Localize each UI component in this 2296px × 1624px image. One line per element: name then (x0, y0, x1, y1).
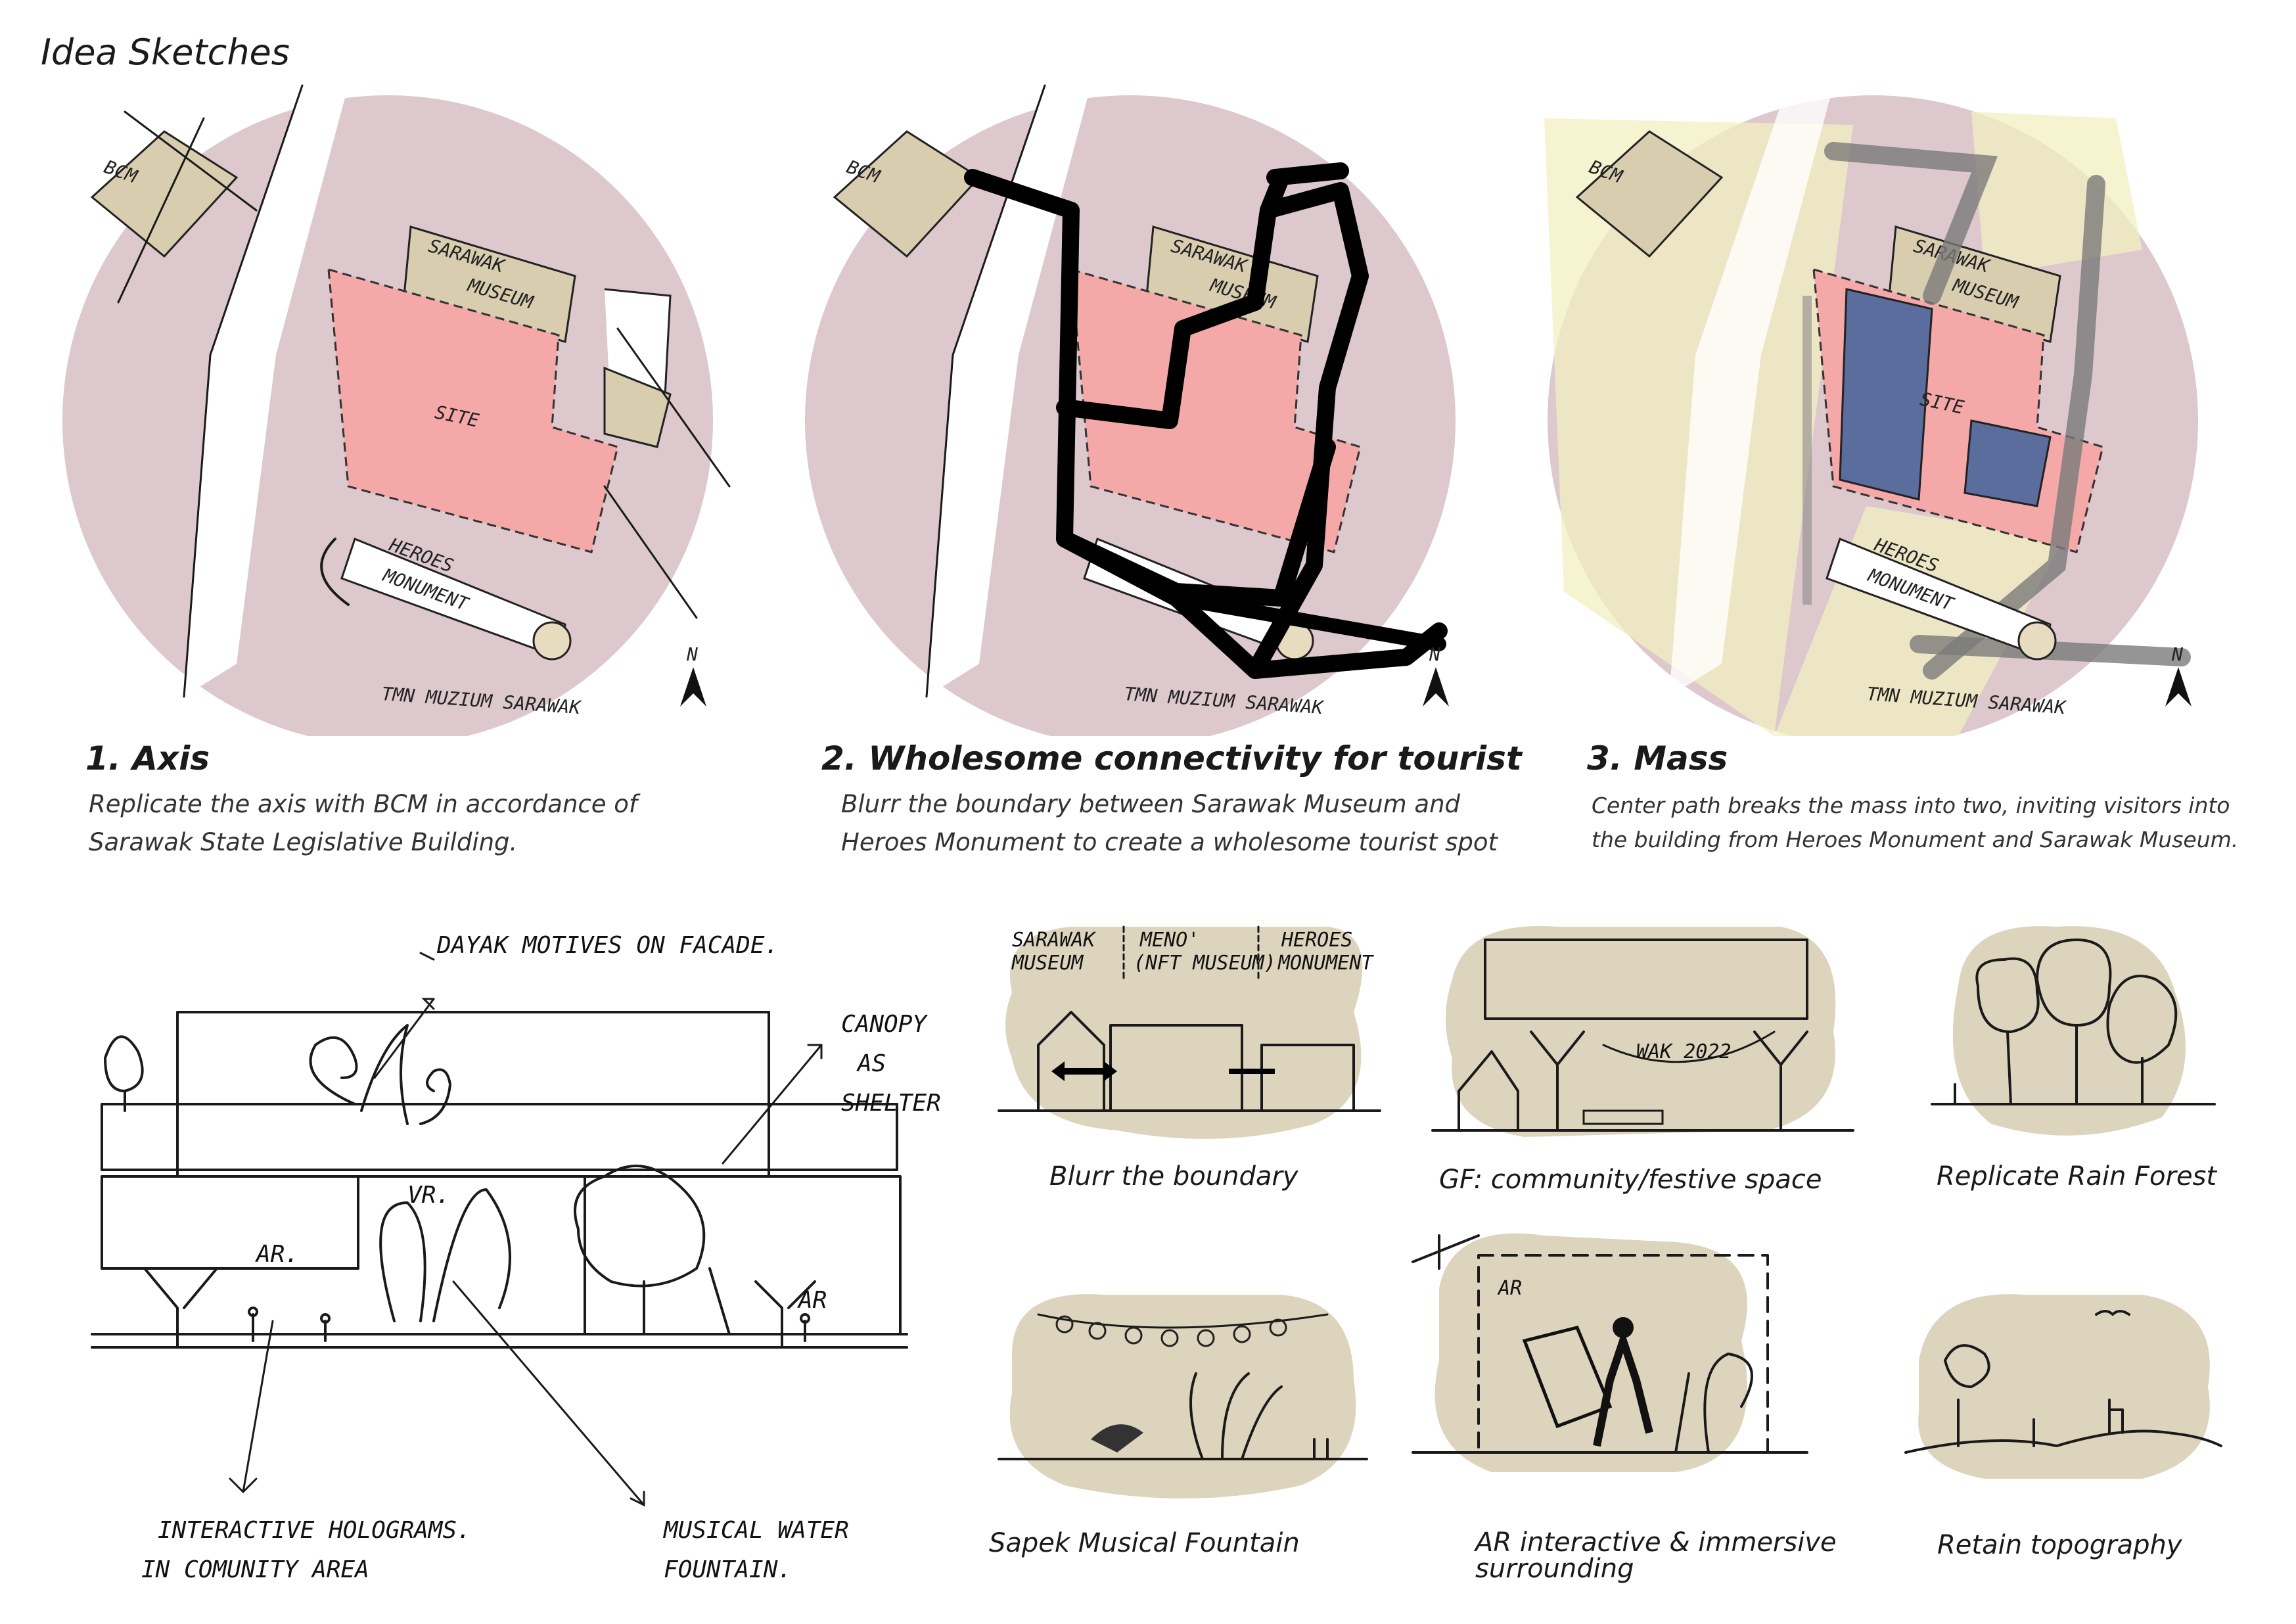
svg-text:(NFT MUSEUM): (NFT MUSEUM) (1134, 952, 1276, 975)
svg-text:MUSEUM: MUSEUM (1011, 952, 1084, 975)
sketch-title-connectivity: 2. Wholesome connectivity for tourist (821, 739, 1522, 777)
sketch-title-axis: 1. Axis (85, 739, 210, 777)
sketch-desc-connectivity: Blurr the boundary between Sarawak Museu… (841, 790, 1498, 856)
vignette-festive-space: WAK 2022 (1431, 926, 1854, 1137)
road (184, 85, 348, 697)
annot-canopy: CANOPY (841, 1011, 928, 1038)
bcm-building: BCM (1575, 130, 1724, 258)
site-plan-mass: BCM SARAWAK MUSEUM SITE HEROES MONUMENT … (1544, 85, 2198, 736)
annot-ar-right: AR (797, 1287, 827, 1314)
svg-text:IN COMUNITY AREA: IN COMUNITY AREA (141, 1556, 369, 1583)
annot-vr: VR. (407, 1182, 450, 1209)
annot-fountain: MUSICAL WATER (662, 1517, 849, 1544)
svg-text:SHELTER: SHELTER (841, 1090, 941, 1117)
page-title: Idea Sketches (41, 32, 290, 73)
vignette-topography (1904, 1294, 2222, 1479)
svg-text:AS: AS (856, 1050, 886, 1077)
svg-text:HEROES: HEROES (1281, 929, 1352, 952)
mass-block-left (1839, 288, 1933, 501)
sketch-desc-mass: Center path breaks the mass into two, in… (1592, 793, 2239, 852)
dayak-motif-icon (309, 1024, 451, 1125)
annot-dayak: DAYAK MOTIVES ON FACADE. (436, 932, 779, 959)
site-plan-axis: BCM SARAWAK MUSEUM SITE HEROES MONUMENT … (62, 84, 731, 736)
svg-text:N: N (1429, 643, 1440, 665)
caption-festive-space: GF: community/festive space (1439, 1165, 1822, 1195)
sketch-desc-axis: Replicate the axis with BCM in accordanc… (89, 790, 637, 856)
north-arrow-icon: N (680, 643, 706, 707)
site-area: SITE (327, 267, 619, 553)
annot-ar-left: AR. (255, 1241, 299, 1268)
site-plan-connectivity: BCM SARAWAK MUSEUM TMN MUZIUM SARAWAK N (805, 84, 1456, 736)
tree-icon (574, 1165, 706, 1335)
annot-holograms: INTERACTIVE HOLOGRAMS. (158, 1517, 471, 1544)
connectivity-path (964, 162, 1448, 679)
caption-blurr-boundary: Blurr the boundary (1049, 1161, 1298, 1192)
svg-text:FOUNTAIN.: FOUNTAIN. (664, 1556, 792, 1583)
ar-label: AR (1497, 1277, 1522, 1300)
north-arrow-icon: N (1423, 643, 1449, 707)
sketch-title-mass: 3. Mass (1587, 739, 1728, 777)
caption-musical-fountain: Sapek Musical Fountain (989, 1528, 1300, 1558)
mass-block-right (1963, 419, 2052, 507)
svg-text:MONUMENT: MONUMENT (1277, 952, 1374, 975)
caption-rain-forest: Replicate Rain Forest (1937, 1161, 2217, 1192)
banner-text: WAK 2022 (1636, 1040, 1732, 1063)
north-arrow-icon: N (2165, 643, 2192, 707)
vignette-ar-immersive: AR (1412, 1233, 1808, 1472)
upper-volume (176, 1011, 770, 1178)
vignette-blurr-boundary: SARAWAK MUSEUM MENO' (NFT MUSEUM) HEROES… (998, 925, 1381, 1139)
section-sketch: DAYAK MOTIVES ON FACADE. CANOPY AS SHELT… (91, 932, 941, 1583)
svg-text:N: N (686, 643, 698, 665)
vignette-rain-forest (1931, 926, 2216, 1136)
guitarist-icon (1091, 1424, 1143, 1452)
bcm-building: BCM (90, 130, 239, 258)
site-area (1070, 267, 1362, 553)
svg-text:SARAWAK: SARAWAK (1012, 929, 1096, 952)
svg-text:N: N (2171, 643, 2183, 665)
heroes-monument: HEROES MONUMENT (1825, 534, 2057, 661)
svg-text:MENO': MENO' (1139, 929, 1199, 952)
tree-icon (104, 1035, 144, 1112)
caption-topography: Retain topography (1937, 1530, 2182, 1560)
vignette-musical-fountain (998, 1294, 1368, 1498)
heroes-monument: HEROES MONUMENT (340, 534, 572, 661)
